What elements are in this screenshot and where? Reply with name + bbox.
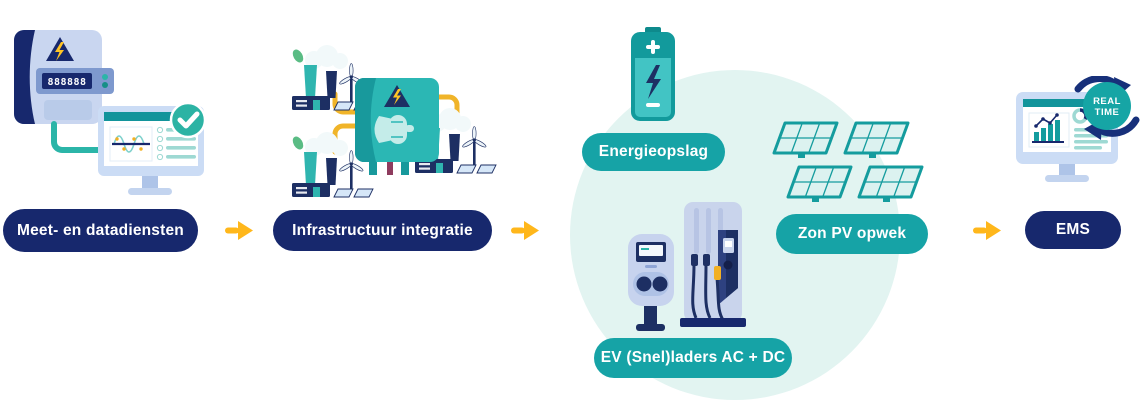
dc-charger-icon (680, 202, 746, 327)
battery-icon (631, 27, 675, 121)
meter-cable (51, 121, 105, 153)
plug-icon (374, 115, 414, 144)
meter-display: 888888 (47, 77, 86, 88)
flow-arrow-icon (511, 221, 539, 240)
realtime-refresh-icon: REAL TIME (1074, 76, 1140, 140)
realtime-badge-line1: REAL (1093, 96, 1121, 107)
lightning-bolt-icon (393, 89, 401, 105)
ev-chargers-icon (628, 202, 746, 331)
grid-cabinet-icon (355, 78, 439, 175)
cluster-pill-zon-pv-opwek: Zon PV opwek (776, 214, 928, 254)
realtime-badge-line2: TIME (1095, 107, 1120, 118)
charging-cables (691, 263, 725, 321)
cluster-label: Energieopslag (598, 143, 709, 160)
ac-charger-icon (628, 234, 674, 331)
cluster-pill-energieopslag: Energieopslag (582, 133, 725, 171)
step-label: Meet- en datadiensten (17, 221, 184, 239)
lightning-bolt-icon (646, 65, 661, 99)
step-label: Infrastructuur integratie (292, 221, 473, 239)
flow-arrow-icon (973, 221, 1001, 240)
cluster-label: Zon PV opwek (797, 225, 907, 242)
infrastructuur-illustration (290, 44, 497, 198)
flow-arrow-icon (225, 221, 253, 240)
ems-illustration: REAL TIME (1016, 76, 1140, 182)
battery-plus-icon (646, 40, 660, 54)
check-badge-icon (169, 101, 207, 139)
step-pill-ems: EMS (1025, 211, 1121, 249)
realtime-badge-circle (1083, 82, 1131, 130)
step-label: EMS (1055, 221, 1091, 238)
lightning-bolt-icon (55, 42, 64, 61)
step-pill-meet-en-datadiensten: Meet- en datadiensten (3, 209, 198, 252)
solar-panels-icon (772, 121, 924, 204)
cluster-label: EV (Snel)laders AC + DC (600, 349, 786, 366)
meet-en-datadiensten-illustration: 888888 (14, 30, 207, 195)
step-pill-infrastructuur-integratie: Infrastructuur integratie (273, 210, 492, 251)
cluster-pill-ev-snelladers: EV (Snel)laders AC + DC (594, 338, 792, 378)
smart-meter-icon: 888888 (14, 30, 114, 124)
battery-minus-icon (646, 103, 660, 107)
